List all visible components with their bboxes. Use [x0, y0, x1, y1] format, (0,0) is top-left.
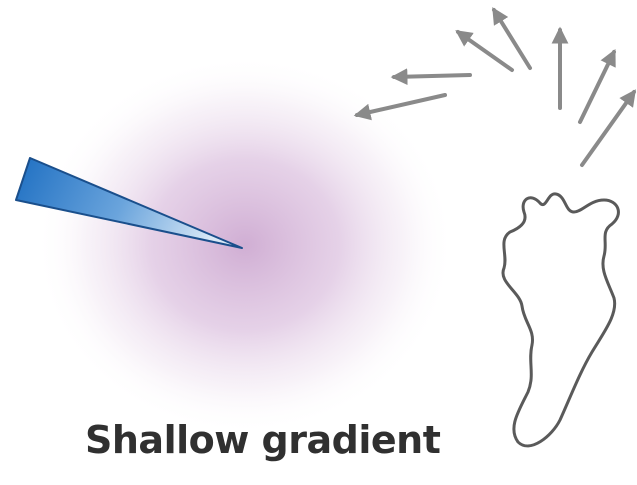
arrow-icon	[394, 75, 470, 77]
arrow-icon	[580, 52, 614, 122]
diagram-caption: Shallow gradient	[85, 418, 465, 462]
gradient-glow	[35, 55, 455, 435]
arrow-icon	[458, 32, 512, 70]
cell-icon	[503, 194, 618, 446]
